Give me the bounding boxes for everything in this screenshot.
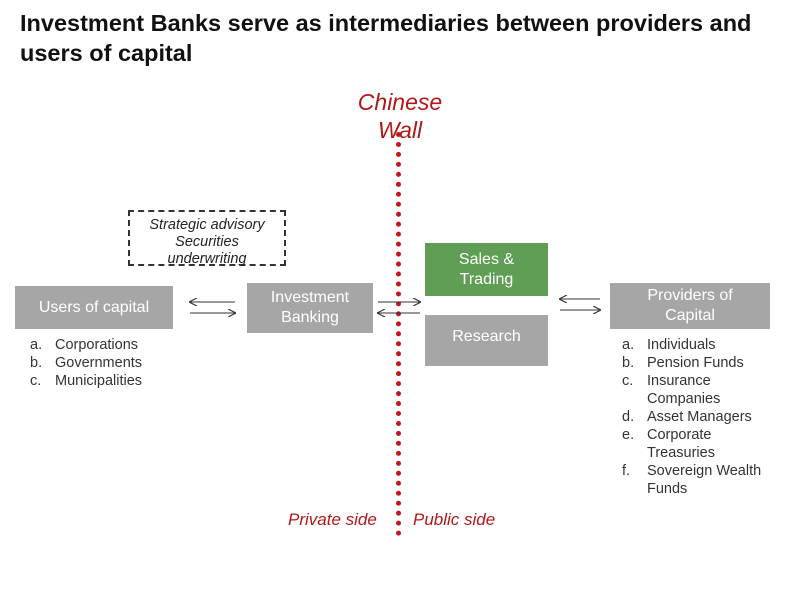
- list-text: Corporate: [647, 427, 712, 443]
- list-marker: b.: [30, 355, 43, 371]
- list-marker: a.: [30, 337, 43, 353]
- research-box: Research: [425, 315, 548, 366]
- list-item: a. Individuals: [622, 336, 792, 354]
- list-item: a. Corporations: [30, 336, 200, 354]
- list-item: e. Corporate: [622, 426, 792, 444]
- providers-of-capital-box: Providers of Capital: [610, 283, 770, 329]
- wall-label-line1: Chinese: [357, 89, 443, 115]
- advisory-line2: Securities: [175, 234, 239, 250]
- providers-line1: Providers of: [647, 287, 733, 304]
- list-item: c. Insurance: [622, 372, 792, 390]
- list-text: Asset Managers: [647, 409, 752, 425]
- research-label: Research: [452, 328, 521, 345]
- list-item: d. Asset Managers: [622, 408, 792, 426]
- list-item: Treasuries: [622, 444, 792, 462]
- list-text: Funds: [647, 481, 688, 497]
- users-of-capital-box: Users of capital: [15, 286, 173, 329]
- sales-trading-box: Sales & Trading: [425, 243, 548, 296]
- investment-banking-box: Investment Banking: [247, 283, 373, 333]
- providers-line2: Capital: [665, 307, 715, 324]
- list-marker: e.: [622, 427, 635, 443]
- list-text: Companies: [647, 391, 721, 407]
- list-marker: b.: [622, 355, 635, 371]
- list-item: f. Sovereign Wealth: [622, 462, 792, 480]
- chinese-wall-label: Chinese Wall: [330, 88, 470, 144]
- list-item: b. Pension Funds: [622, 354, 792, 372]
- list-marker: c.: [622, 373, 634, 389]
- list-item: b. Governments: [30, 354, 200, 372]
- sales-line2: Trading: [459, 270, 514, 288]
- list-marker: c.: [30, 373, 42, 389]
- page-title: Investment Banks serve as intermediaries…: [20, 10, 752, 66]
- advisory-dashed-box: Strategic advisory Securities underwriti…: [128, 210, 286, 267]
- sales-line1: Sales &: [458, 250, 515, 268]
- advisory-line1: Strategic advisory: [149, 217, 265, 233]
- chinese-wall-line: [396, 132, 401, 536]
- list-text: Insurance: [647, 373, 711, 389]
- list-item: c. Municipalities: [30, 372, 200, 390]
- list-text: Sovereign Wealth: [647, 463, 762, 479]
- list-text: Governments: [55, 355, 143, 371]
- list-text: Corporations: [55, 337, 139, 353]
- list-marker: d.: [622, 409, 635, 425]
- list-text: Treasuries: [647, 445, 715, 461]
- ib-line2: Banking: [281, 309, 339, 326]
- public-side-label: Public side: [413, 510, 496, 529]
- list-text: Municipalities: [55, 373, 143, 389]
- private-side-label: Private side: [288, 510, 377, 529]
- users-of-capital-label: Users of capital: [38, 298, 150, 316]
- list-marker: f.: [622, 463, 631, 479]
- list-item: Companies: [622, 390, 792, 408]
- list-marker: a.: [622, 337, 635, 353]
- list-text: Pension Funds: [647, 355, 744, 371]
- list-item: Funds: [622, 480, 792, 498]
- providers-list: a. Individuals b. Pension Funds c. Insuranc…: [622, 336, 792, 498]
- users-list: a. Corporations b. Governments c. Municipal…: [30, 336, 200, 390]
- ib-line1: Investment: [270, 289, 350, 306]
- list-text: Individuals: [647, 337, 716, 353]
- advisory-line3: underwriting: [167, 251, 247, 267]
